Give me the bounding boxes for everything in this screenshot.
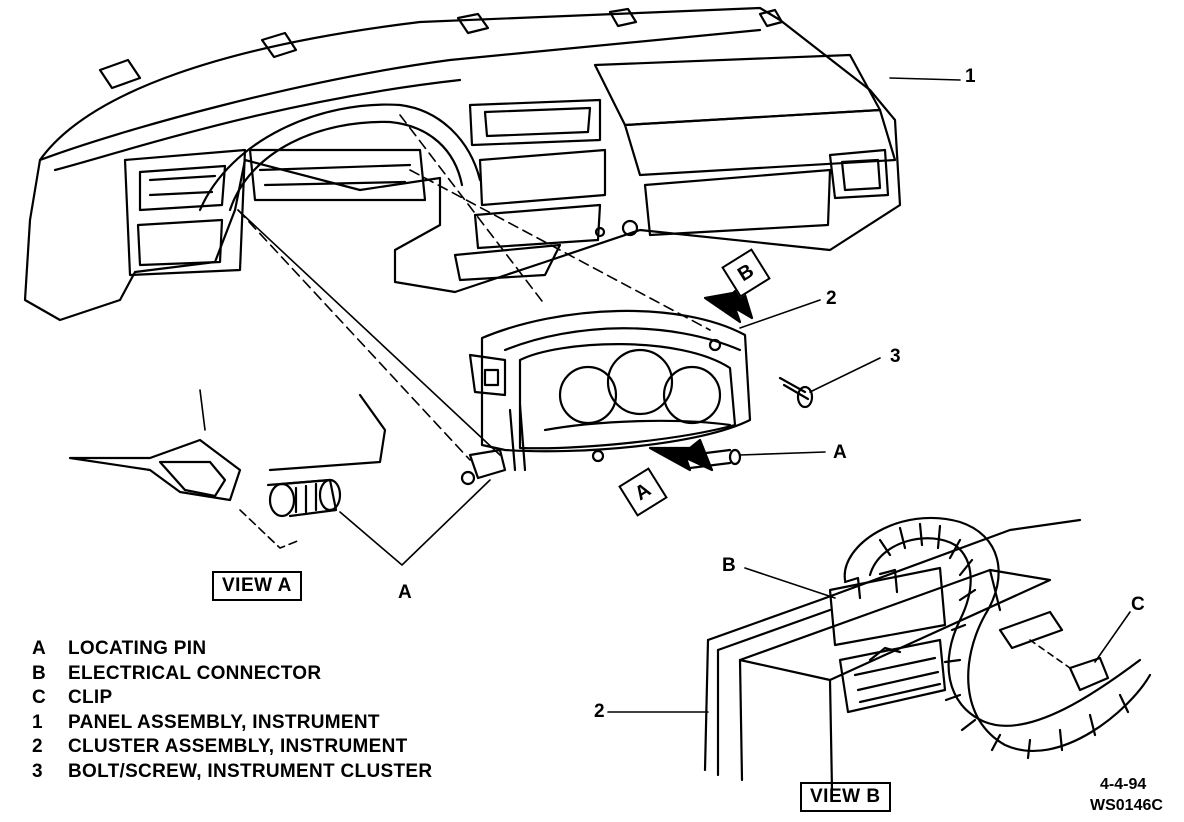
callout-c-clip: C — [1131, 594, 1146, 615]
callout-1: 1 — [965, 66, 977, 87]
instrument-panel-illustration — [23, 6, 902, 322]
callout-a-locating-pin: A — [833, 442, 848, 463]
legend-key: 1 — [32, 711, 43, 733]
legend-key: C — [32, 687, 47, 708]
legend-key: 2 — [32, 736, 43, 757]
legend-text: CLUSTER ASSEMBLY, INSTRUMENT — [68, 736, 408, 757]
legend-key: B — [32, 662, 47, 684]
view-a-label: VIEW A — [212, 571, 302, 601]
legend-item: A LOCATING PIN — [32, 638, 432, 663]
view-b-detail — [703, 516, 1152, 792]
legend-text: PANEL ASSEMBLY, INSTRUMENT — [68, 711, 380, 733]
legend-item: B ELECTRICAL CONNECTOR — [32, 663, 432, 688]
legend-key: A — [32, 638, 47, 659]
assembly-lines — [237, 114, 711, 461]
legend-item: 2 CLUSTER ASSEMBLY, INSTRUMENT — [32, 736, 432, 761]
callout-a-view-a: A — [398, 582, 413, 603]
view-b-label: VIEW B — [800, 782, 891, 812]
arrow-tag-b-label: B — [733, 259, 758, 286]
legend-item: 3 BOLT/SCREW, INSTRUMENT CLUSTER — [32, 761, 432, 786]
legend-key: 3 — [32, 760, 43, 782]
arrow-tag-a-label: A — [630, 478, 655, 505]
legend-text: CLIP — [68, 687, 113, 708]
leader-lines — [237, 77, 1131, 713]
legend-item: 1 PANEL ASSEMBLY, INSTRUMENT — [32, 712, 432, 737]
instrument-cluster-illustration — [460, 309, 814, 486]
legend: A LOCATING PIN B ELECTRICAL CONNECTOR C CLI… — [32, 638, 432, 785]
callout-2: 2 — [826, 288, 838, 309]
view-a-detail — [68, 389, 387, 549]
figure-date: 4-4-94 — [1100, 776, 1147, 793]
legend-text: ELECTRICAL CONNECTOR — [68, 662, 322, 684]
callout-b-connector: B — [722, 555, 737, 576]
callout-2-view-b: 2 — [594, 701, 606, 722]
legend-text: LOCATING PIN — [68, 638, 207, 659]
callout-3: 3 — [890, 346, 902, 367]
legend-text: BOLT/SCREW, INSTRUMENT CLUSTER — [68, 760, 433, 782]
figure-code: WS0146C — [1090, 797, 1163, 814]
legend-item: C CLIP — [32, 687, 432, 712]
